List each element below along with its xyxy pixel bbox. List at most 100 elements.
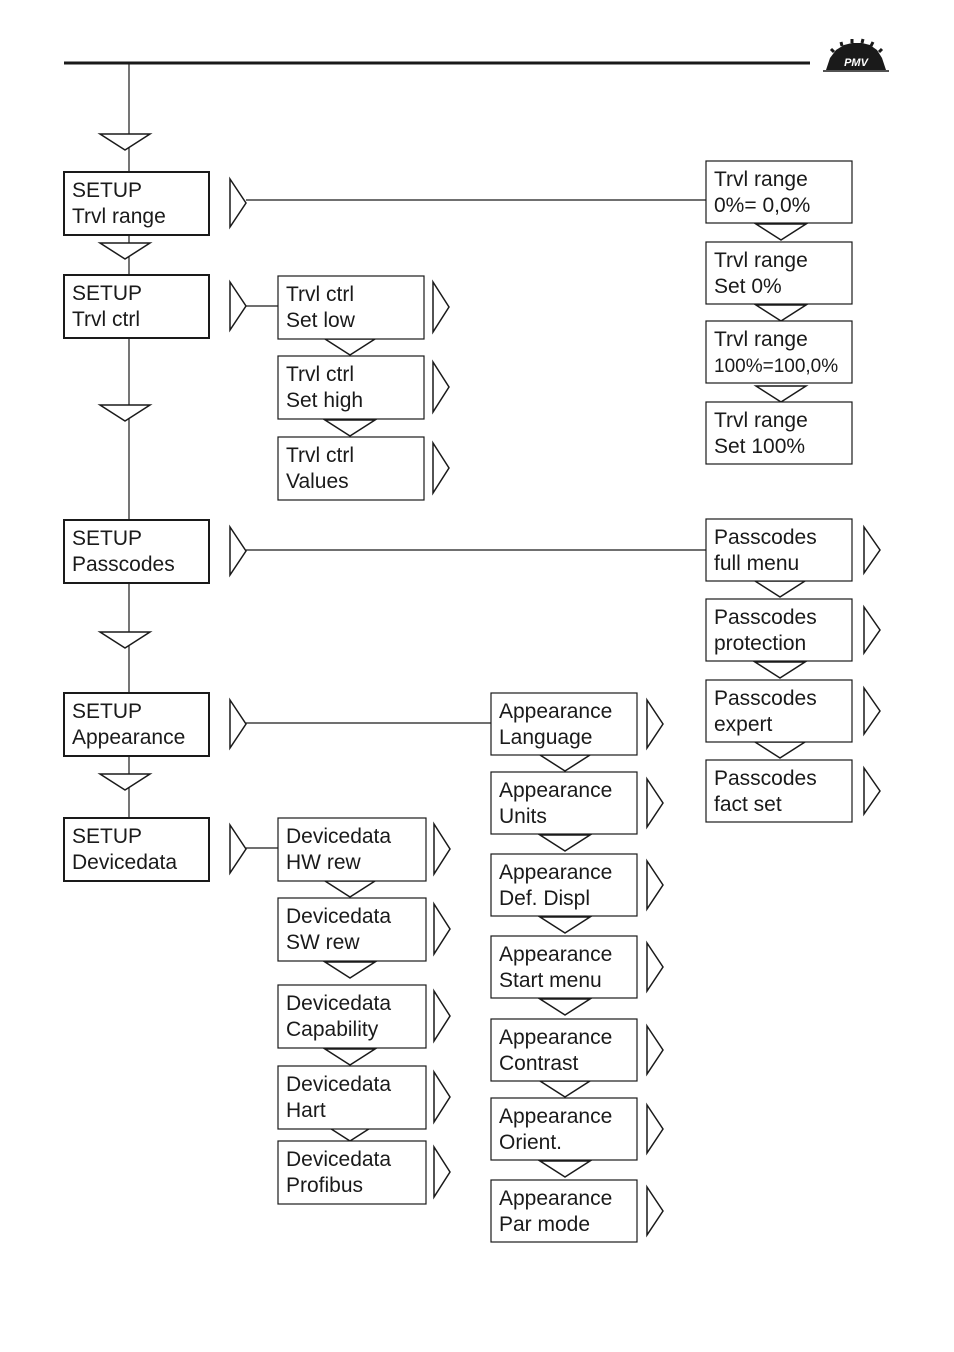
appearance-down-arrow[interactable] <box>537 916 593 934</box>
devicedata-item-5-box-frame <box>277 1140 427 1205</box>
setup-trvl-ctrl-box-title: SETUP <box>72 282 142 305</box>
passcodes-item-1-enter-arrow[interactable] <box>863 524 881 576</box>
trvl-range-down-arrow[interactable] <box>753 223 809 241</box>
appearance-item-5-enter-arrow[interactable] <box>646 1023 664 1077</box>
trvl-range-item-3-box-label: 100%=100,0% <box>714 356 838 377</box>
main-down-arrow[interactable] <box>97 631 153 649</box>
passcodes-item-2-enter-arrow[interactable] <box>863 604 881 656</box>
setup-passcodes-enter-arrow[interactable] <box>229 524 247 578</box>
appearance-down-arrow[interactable] <box>537 834 593 852</box>
setup-passcodes-box-label: Passcodes <box>72 553 175 576</box>
appearance-item-4-box-frame <box>490 935 638 999</box>
main-down-arrow[interactable] <box>97 133 153 151</box>
trvl-range-item-1-box-label: 0%= 0,0% <box>714 194 810 217</box>
trvl-ctrl-down-arrow[interactable] <box>322 338 378 356</box>
trvl-ctrl-item-3-enter-arrow[interactable] <box>432 440 450 496</box>
passcodes-down-arrow[interactable] <box>752 741 808 759</box>
trvl-range-down-arrow[interactable] <box>753 304 809 322</box>
trvl-ctrl-down-arrow[interactable] <box>322 419 378 437</box>
devicedata-item-1-enter-arrow[interactable] <box>433 821 451 877</box>
trvl-range-item-4-box-frame <box>705 401 853 465</box>
trvl-ctrl-item-2-box-frame <box>277 355 425 420</box>
passcodes-down-arrow[interactable] <box>752 661 808 679</box>
down-arrows <box>97 133 809 1178</box>
setup-trvl-ctrl-enter-arrow[interactable] <box>229 279 247 333</box>
appearance-item-6-enter-arrow[interactable] <box>646 1102 664 1156</box>
appearance-item-3-box-frame <box>490 853 638 917</box>
passcodes-down-arrow[interactable] <box>752 580 808 598</box>
connector-lines <box>246 199 706 849</box>
devicedata-item-4-enter-arrow[interactable] <box>433 1069 451 1125</box>
devicedata-down-arrow[interactable] <box>322 1048 378 1066</box>
setup-devicedata-enter-arrow[interactable] <box>229 822 247 876</box>
main-down-arrow[interactable] <box>97 404 153 422</box>
main-down-arrow[interactable] <box>97 242 153 260</box>
appearance-item-7-enter-arrow[interactable] <box>646 1184 664 1238</box>
main-down-arrow[interactable] <box>97 773 153 791</box>
setup-trvl-range-enter-arrow[interactable] <box>229 176 247 230</box>
trvl-ctrl-item-1-enter-arrow[interactable] <box>432 279 450 335</box>
devicedata-item-2-box-label: SW rew <box>286 931 360 954</box>
appearance-down-arrow[interactable] <box>537 1160 593 1178</box>
devicedata-item-2-enter-arrow[interactable] <box>433 901 451 957</box>
passcodes-item-4-enter-arrow[interactable] <box>863 765 881 817</box>
devicedata-item-4-box-title: Devicedata <box>286 1073 391 1096</box>
appearance-item-4-enter-arrow[interactable] <box>646 940 664 994</box>
devicedata-item-3-enter-arrow[interactable] <box>433 988 451 1044</box>
devicedata-down-arrow[interactable] <box>322 961 378 979</box>
passcodes-item-3-enter-arrow[interactable] <box>863 685 881 737</box>
trvl-ctrl-item-1-box-frame <box>277 275 425 340</box>
devicedata-item-2-box-title: Devicedata <box>286 905 391 928</box>
devicedata-item-1-box-frame <box>277 817 427 882</box>
appearance-down-arrow[interactable] <box>537 998 593 1016</box>
appearance-item-3-enter-arrow[interactable] <box>646 858 664 912</box>
right-arrows <box>229 176 881 1238</box>
appearance-item-2-enter-arrow[interactable] <box>646 776 664 830</box>
trvl-range-down-arrow[interactable] <box>753 385 809 403</box>
appearance-down-arrow[interactable] <box>537 1080 593 1098</box>
appearance-item-1-enter-arrow[interactable] <box>646 697 664 751</box>
trvl-range-item-2-box-frame <box>705 241 853 305</box>
devicedata-item-5-enter-arrow[interactable] <box>433 1144 451 1200</box>
passcodes-item-3-box-label: expert <box>714 713 773 736</box>
trvl-ctrl-item-2-enter-arrow[interactable] <box>432 359 450 415</box>
passcodes-item-4-box-title: Passcodes <box>714 767 817 790</box>
appearance-item-5-box-title: Appearance <box>499 1026 612 1049</box>
devicedata-item-2-box[interactable]: Devicedata SW rew <box>277 897 427 962</box>
pmv-logo: PMV <box>823 38 889 72</box>
trvl-range-item-3-box-frame <box>705 320 853 384</box>
appearance-item-6-box-title: Appearance <box>499 1105 612 1128</box>
trvl-ctrl-item-1-box-title: Trvl ctrl <box>286 283 354 306</box>
passcodes-item-1-box-title: Passcodes <box>714 526 817 549</box>
appearance-down-arrow[interactable] <box>537 754 593 772</box>
setup-appearance-enter-arrow[interactable] <box>229 697 247 751</box>
devicedata-down-arrow[interactable] <box>322 880 378 898</box>
